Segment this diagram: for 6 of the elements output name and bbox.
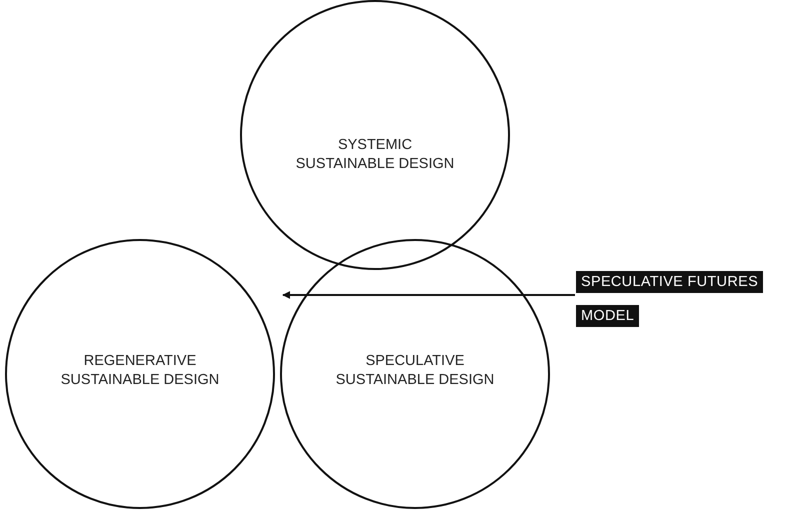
arrow [282, 291, 575, 299]
callout-label: MODEL [576, 305, 640, 327]
circle-label: SPECULATIVE SUSTAINABLE DESIGN [334, 352, 496, 390]
callout-label: SPECULATIVE FUTURES [576, 271, 764, 293]
circle-label: SYSTEMIC SUSTAINABLE DESIGN [294, 136, 456, 174]
circle-label: REGENERATIVE SUSTAINABLE DESIGN [60, 352, 220, 390]
